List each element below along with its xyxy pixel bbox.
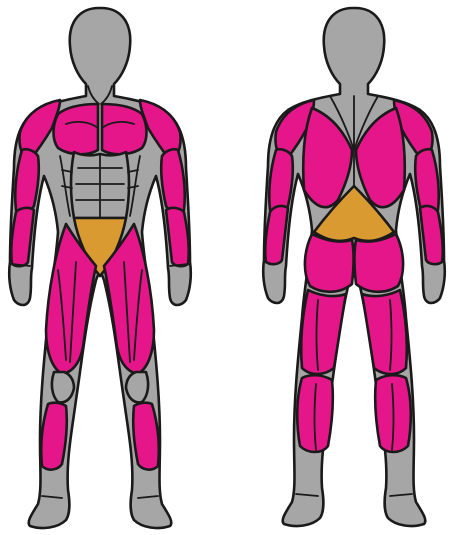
front-right-knee (126, 372, 148, 402)
back-left-tricep (269, 149, 293, 212)
back-right-glute (355, 234, 404, 292)
back-left-glute (305, 234, 354, 292)
back-body-view (263, 8, 445, 526)
front-right-bicep (161, 149, 185, 212)
front-body-view (9, 8, 191, 528)
back-right-hamstring (362, 290, 407, 374)
front-right-calf (133, 403, 159, 470)
back-left-hamstring (301, 290, 346, 374)
front-left-bicep (15, 149, 39, 212)
front-left-calf (41, 403, 67, 470)
front-left-pec (54, 104, 99, 154)
front-left-knee (52, 372, 74, 402)
back-right-tricep (415, 149, 439, 212)
front-right-pec (102, 104, 147, 154)
